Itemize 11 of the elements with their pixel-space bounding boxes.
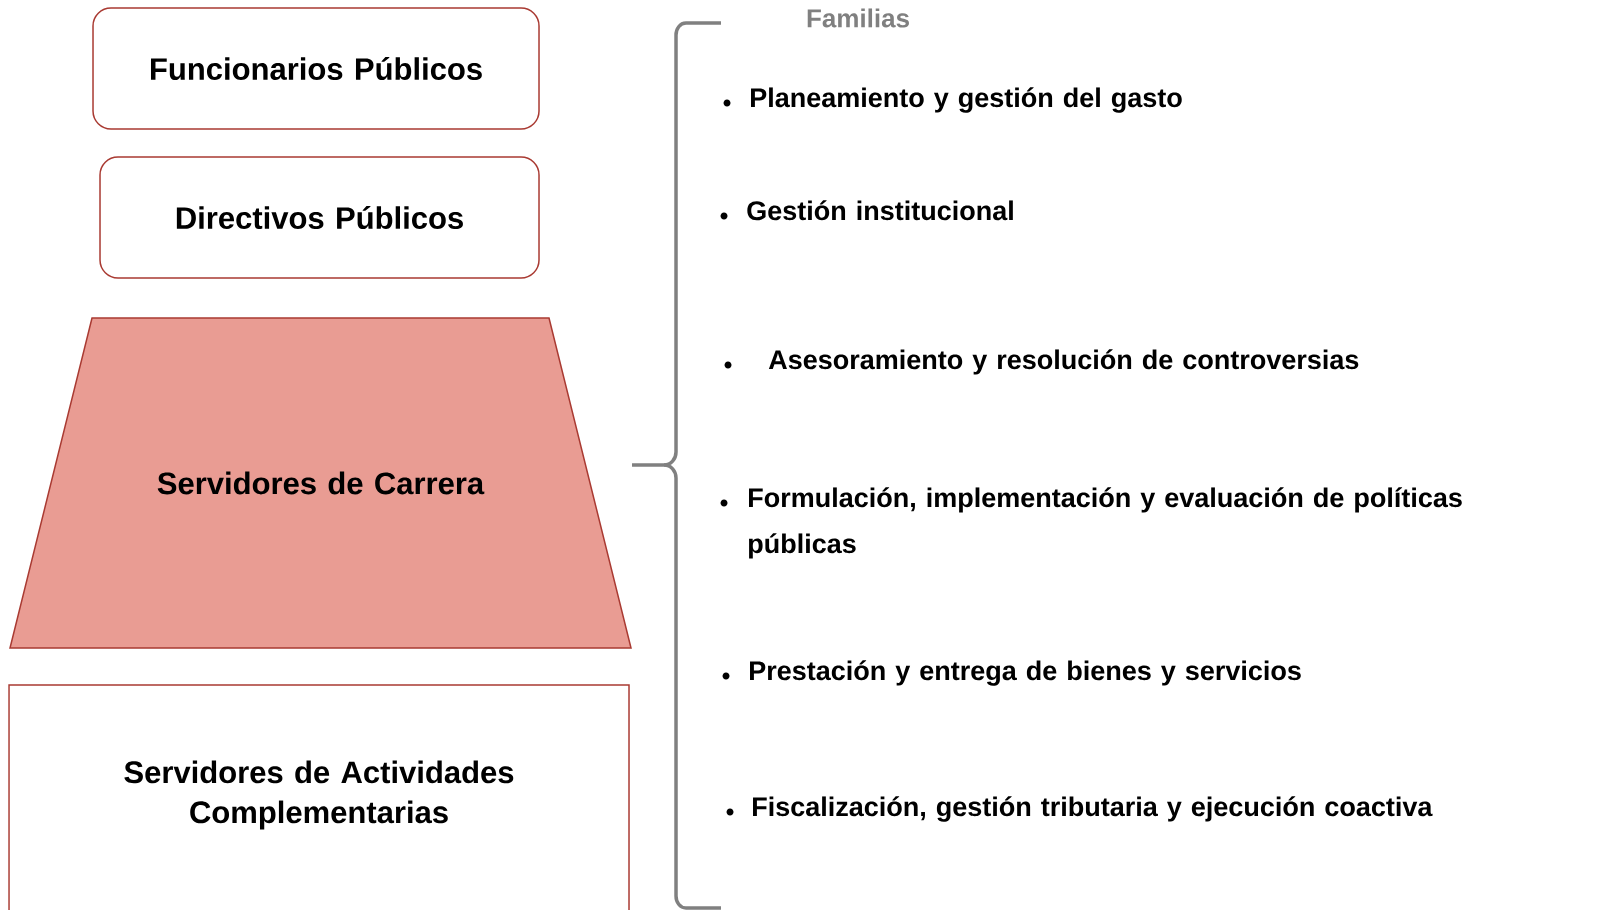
bullet-item: Asesoramiento y resolución de controversias <box>724 349 1359 375</box>
title-box: Directivos Públicos <box>99 156 540 279</box>
bullet-item: Formulación, implementación y evaluación de políticas públicas <box>720 487 1462 559</box>
bullet-item: Prestación y entrega de bienes y servicios <box>722 660 1301 686</box>
bullet-item: Fiscalización, gestión tributaria y ejecución coactiva <box>726 796 1433 822</box>
title-box: Servidores de Actividades Complementarias <box>8 684 630 910</box>
bullet-item: Planeamiento y gestión del gasto <box>723 87 1182 113</box>
heading: Familias <box>807 8 909 28</box>
bullet-item: Gestión institucional <box>720 200 1013 221</box>
title-box: Funcionarios Públicos <box>92 7 540 130</box>
trapezoid-band: Servidores de Carrera <box>9 317 632 649</box>
